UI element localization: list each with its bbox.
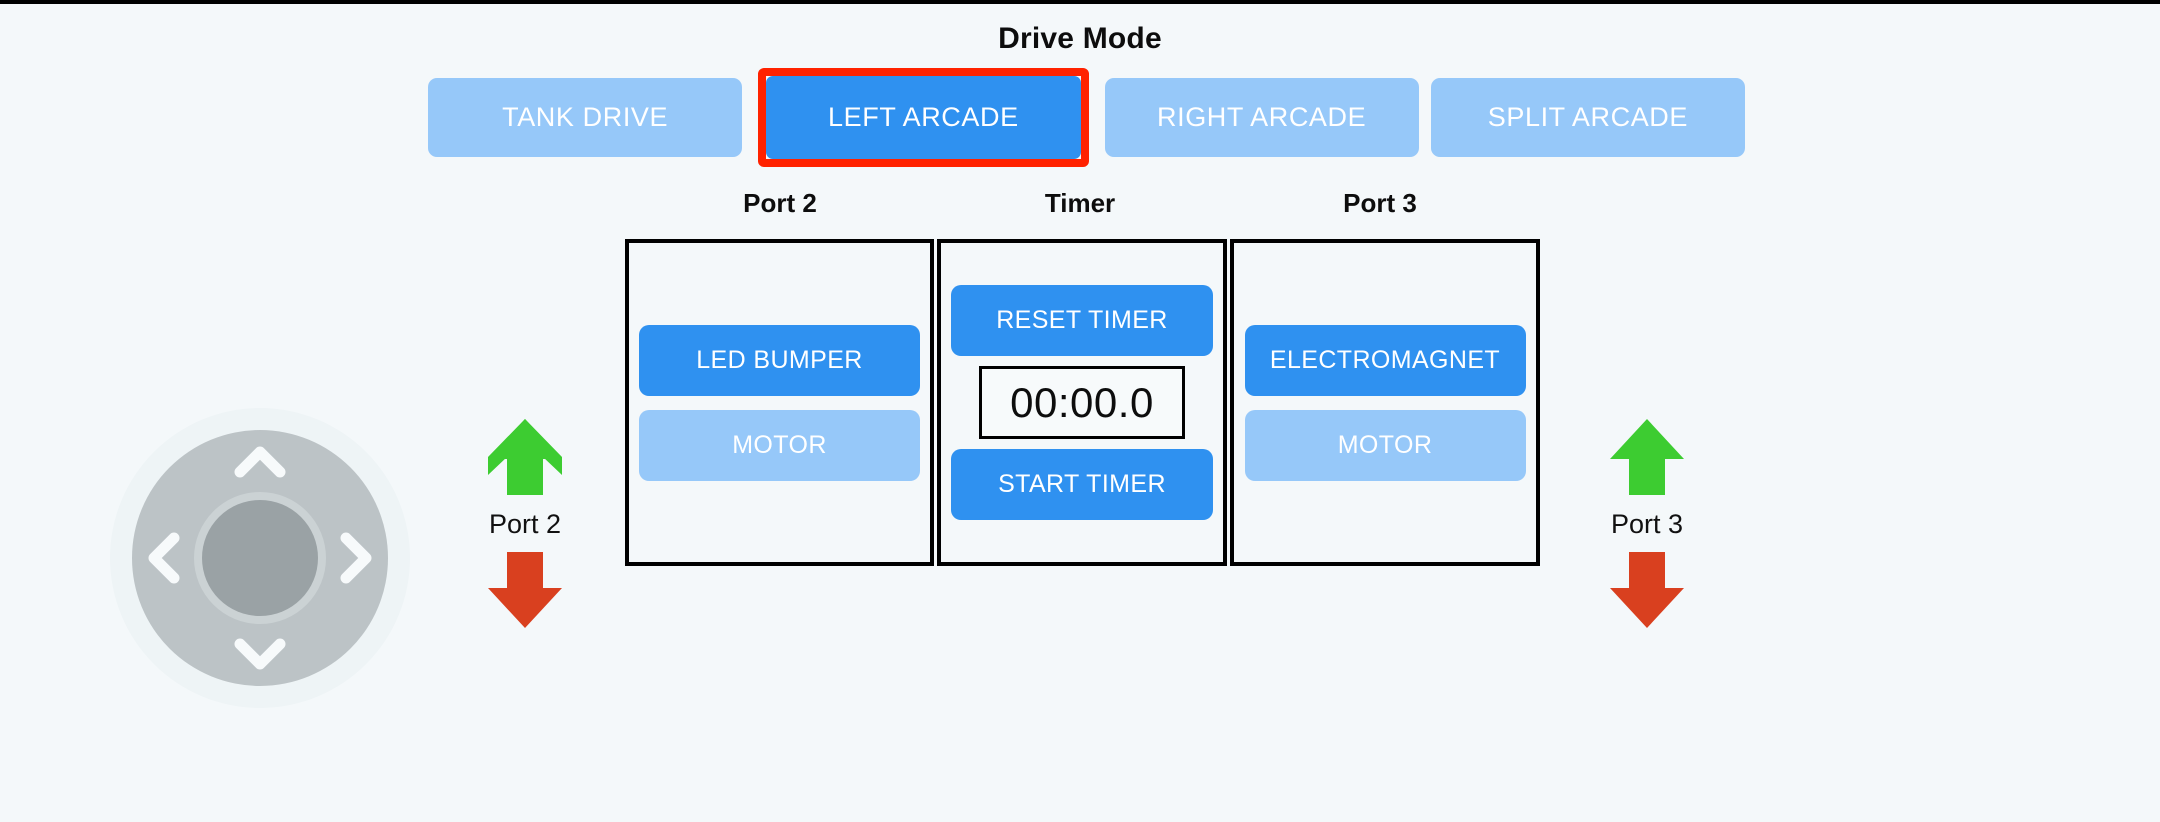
column-header-port3: Port 3 [1343,188,1417,218]
port2-led-bumper-button[interactable]: LED BUMPER [639,324,920,396]
drive-mode-title: Drive Mode [998,22,1162,55]
mode-option-right-arcade-wrap: RIGHT ARCADE [1104,78,1419,157]
port2-arrow-down-icon[interactable] [484,544,566,632]
port2-control-stack: Port 2 [440,415,610,632]
timer-display: 00:00.0 [979,366,1185,439]
directional-pad[interactable] [110,408,410,708]
start-timer-button[interactable]: START TIMER [951,449,1213,520]
drive-mode-button-row: TANK DRIVE LEFT ARCADE RIGHT ARCADE SPLI… [428,68,1745,167]
port3-label: Port 3 [1610,509,1684,539]
chevron-up-icon[interactable] [232,436,288,492]
chevron-right-icon[interactable] [326,530,382,586]
mode-button-right-arcade[interactable]: RIGHT ARCADE [1104,78,1419,157]
port3-control-stack: Port 3 [1562,415,1732,632]
chevron-down-icon[interactable] [232,624,288,680]
port2-label: Port 2 [488,509,562,539]
mode-button-tank-drive[interactable]: TANK DRIVE [428,78,743,157]
mode-option-split-arcade-wrap: SPLIT ARCADE [1430,78,1745,157]
port3-motor-button[interactable]: MOTOR [1244,409,1526,481]
reset-timer-button[interactable]: RESET TIMER [951,285,1213,356]
mode-option-left-arcade-highlight: LEFT ARCADE [758,68,1089,167]
port3-electromagnet-button[interactable]: ELECTROMAGNET [1244,324,1526,396]
dpad-center-button[interactable] [202,500,318,616]
mode-option-tank-drive-wrap: TANK DRIVE [428,78,743,157]
chevron-left-icon[interactable] [138,530,194,586]
port2-arrow-up-icon[interactable] [484,415,566,503]
panel-port2: LED BUMPER MOTOR [625,239,934,566]
column-header-port2: Port 2 [743,188,817,218]
panel-group: LED BUMPER MOTOR RESET TIMER 00:00.0 STA… [625,239,1540,566]
mode-button-left-arcade[interactable]: LEFT ARCADE [766,76,1081,159]
top-divider [0,0,2160,4]
panel-timer: RESET TIMER 00:00.0 START TIMER [937,239,1227,566]
mode-button-split-arcade[interactable]: SPLIT ARCADE [1430,78,1745,157]
column-header-timer: Timer [1044,188,1116,218]
port2-motor-button[interactable]: MOTOR [639,409,920,481]
port3-arrow-down-icon[interactable] [1606,544,1688,632]
panel-port3: ELECTROMAGNET MOTOR [1230,239,1540,566]
port3-arrow-up-icon[interactable] [1606,415,1688,503]
